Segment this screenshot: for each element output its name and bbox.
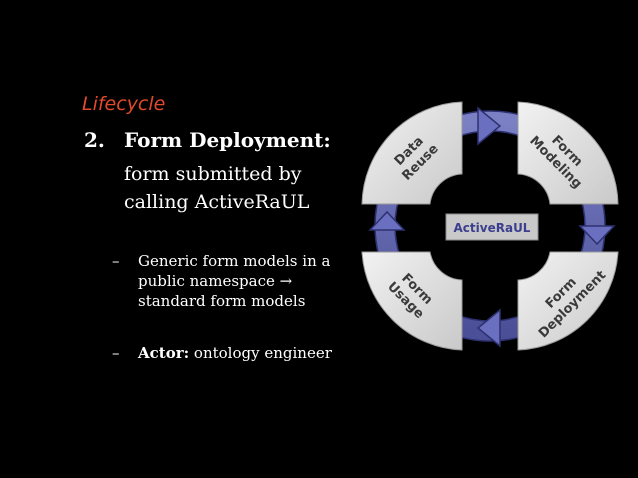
arrow-bottom-icon	[476, 308, 501, 348]
stage-form-usage-panel	[361, 251, 463, 351]
bullet-generic-models: – Generic form models in a public namesp…	[112, 251, 352, 311]
bullet-text: Actor: ontology engineer	[112, 343, 352, 363]
stage-data-reuse-panel	[361, 101, 463, 205]
bullet-actor-value: ontology engineer	[189, 344, 332, 362]
step-title: Form Deployment:	[124, 128, 331, 152]
arrow-right-icon	[578, 225, 616, 246]
stage-form-modeling-panel	[517, 101, 619, 205]
bullet-dash: –	[112, 344, 120, 362]
arrow-left-icon	[368, 210, 406, 231]
bullet-text: Generic form models in a public namespac…	[138, 252, 331, 310]
center-badge	[445, 213, 539, 241]
bullet-dash: –	[112, 252, 120, 270]
step-description: form submitted by calling ActiveRaUL	[124, 160, 344, 216]
step-number: 2.	[84, 128, 105, 152]
step-description-line-1: form submitted by	[124, 163, 302, 185]
step-description-line-2: calling ActiveRaUL	[124, 191, 310, 213]
arrow-top-icon	[477, 106, 502, 146]
bullet-actor-label: Actor:	[138, 344, 190, 362]
stage-form-deployment-panel	[517, 251, 619, 351]
section-label: Lifecycle	[82, 93, 166, 115]
bullet-actor: – Actor: ontology engineer	[112, 343, 352, 363]
center-label: ActiveRaUL	[454, 221, 531, 235]
